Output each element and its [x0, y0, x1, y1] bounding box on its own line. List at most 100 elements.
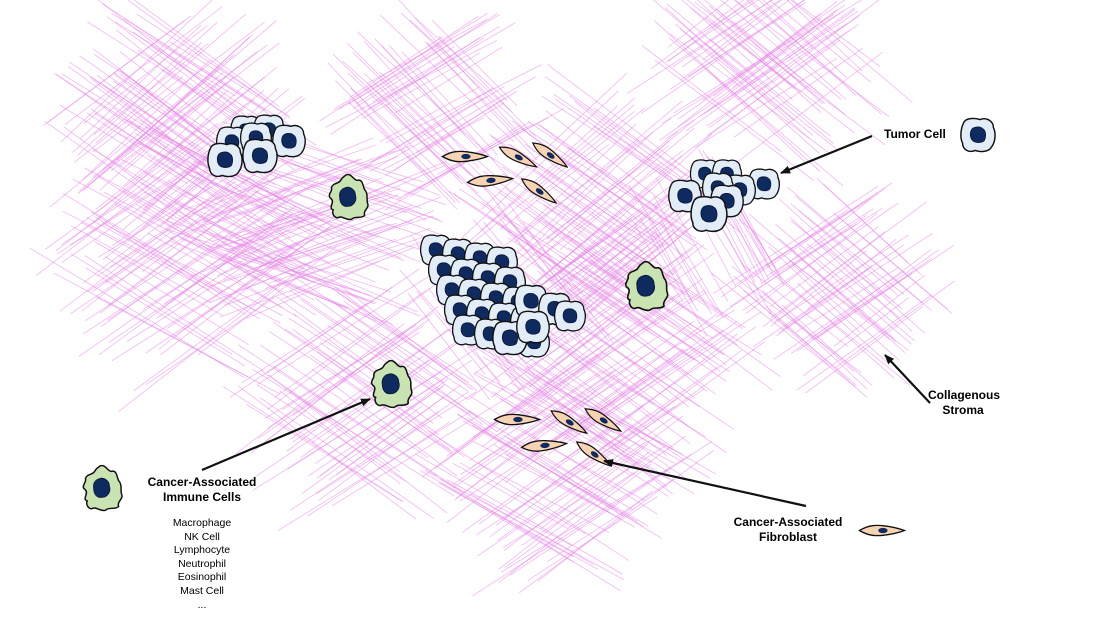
collagen-fiber	[211, 199, 349, 243]
collagen-fiber	[648, 218, 694, 304]
collagenous-stroma-fibers	[30, 0, 956, 597]
collagen-fiber	[749, 213, 897, 343]
collagen-fiber	[93, 112, 292, 239]
collagen-fiber	[158, 207, 347, 350]
collagen-fiber	[521, 471, 636, 546]
collagen-fiber	[708, 0, 880, 129]
collagen-fiber	[308, 385, 444, 477]
collagen-fiber	[256, 384, 406, 482]
collagen-fiber	[146, 154, 330, 264]
collagen-fiber	[117, 132, 328, 241]
collagen-fiber	[746, 212, 878, 314]
collagen-fiber	[348, 101, 436, 183]
collagen-fiber	[506, 321, 694, 457]
collagen-fiber	[60, 0, 213, 143]
collagen-fiber	[666, 0, 759, 63]
collagen-fiber	[403, 85, 505, 148]
collagen-fiber	[62, 210, 281, 324]
collagen-fiber	[781, 304, 873, 386]
collagen-fiber	[499, 143, 610, 230]
collagen-fiber	[262, 305, 439, 444]
collagen-fiber	[169, 163, 374, 239]
collagen-fiber	[104, 155, 298, 284]
collagen-fiber	[509, 440, 713, 576]
collagen-fiber	[214, 233, 420, 317]
collagen-fiber	[126, 254, 262, 343]
collagen-fiber	[524, 368, 711, 479]
collagen-fiber	[97, 175, 317, 316]
tumor-cell	[553, 300, 586, 332]
collagen-fiber	[555, 205, 728, 318]
collagen-fiber	[790, 0, 913, 103]
collagen-fiber	[353, 46, 455, 109]
collagen-fiber	[160, 205, 297, 310]
collagen-fiber	[379, 83, 487, 191]
collagen-fiber	[335, 80, 456, 203]
stroma-arrow	[884, 354, 931, 404]
collagen-fiber	[133, 0, 280, 108]
collagen-fiber	[476, 405, 676, 536]
tumor-cell	[242, 138, 278, 174]
immune-cell-legend-icon	[82, 464, 123, 512]
collagen-fiber	[730, 7, 856, 96]
collagen-fiber	[286, 272, 468, 392]
collagen-fiber	[715, 215, 867, 318]
collagen-fiber	[202, 149, 398, 221]
collagen-fiber	[269, 331, 452, 452]
collagen-fiber	[240, 193, 437, 255]
collagen-fiber	[702, 0, 783, 61]
collagen-fiber	[496, 251, 696, 399]
collagenous-stroma-label-line2: Stroma	[942, 403, 984, 417]
collagen-fiber	[489, 396, 679, 538]
tumor-cell-arrow	[780, 134, 873, 175]
collagen-fiber	[188, 173, 402, 259]
collagen-fiber	[307, 421, 450, 517]
collagen-fiber	[514, 215, 582, 293]
collagen-fiber	[497, 206, 609, 341]
collagen-fiber	[81, 177, 251, 312]
collagen-fiber	[399, 269, 501, 383]
collagen-fiber	[794, 195, 923, 304]
collagen-fiber	[111, 13, 266, 111]
collagen-fiber	[201, 158, 363, 224]
collagen-fiber	[509, 143, 631, 232]
collagen-fiber	[454, 379, 610, 501]
collagen-fiber	[264, 222, 398, 265]
collagen-fiber	[286, 329, 449, 452]
collagen-fiber	[206, 244, 372, 297]
collagen-fiber	[350, 87, 437, 169]
collagen-fiber	[352, 99, 458, 210]
collagen-fiber	[796, 294, 932, 391]
immune-cell	[370, 359, 413, 409]
collagen-fiber	[467, 417, 649, 527]
collagen-fiber	[569, 95, 691, 185]
collagen-fiber	[167, 137, 362, 243]
collagen-fiber	[481, 351, 604, 448]
collagen-fiber	[806, 243, 901, 319]
immune-cells-label: Cancer-Associated Immune Cells	[132, 475, 272, 505]
collagen-fiber	[380, 14, 515, 143]
arrows	[201, 134, 931, 508]
fibroblast-label: Cancer-Associated Fibroblast	[718, 515, 858, 545]
collagen-fiber	[318, 411, 440, 501]
collagen-fiber	[369, 84, 478, 194]
collagen-fiber	[122, 90, 229, 187]
collagen-fiber	[517, 155, 683, 300]
collagen-fiber	[560, 311, 762, 443]
collagen-fiber	[186, 191, 389, 271]
collagen-fiber	[79, 68, 219, 192]
collagen-fiber	[791, 263, 900, 361]
collagen-fiber	[246, 403, 402, 502]
collagen-fiber	[653, 195, 724, 318]
collagen-fiber	[713, 13, 821, 97]
collagen-fiber	[118, 261, 311, 413]
collagen-fiber	[704, 42, 837, 150]
collagen-fiber	[654, 59, 815, 181]
collagenous-stroma-label: Collagenous Stroma	[928, 388, 1000, 418]
collagen-fiber	[558, 275, 695, 361]
fibroblast-cell	[466, 172, 514, 189]
collagen-fiber	[407, 293, 491, 401]
collagen-fiber	[790, 248, 932, 354]
collagen-fiber	[459, 376, 655, 502]
